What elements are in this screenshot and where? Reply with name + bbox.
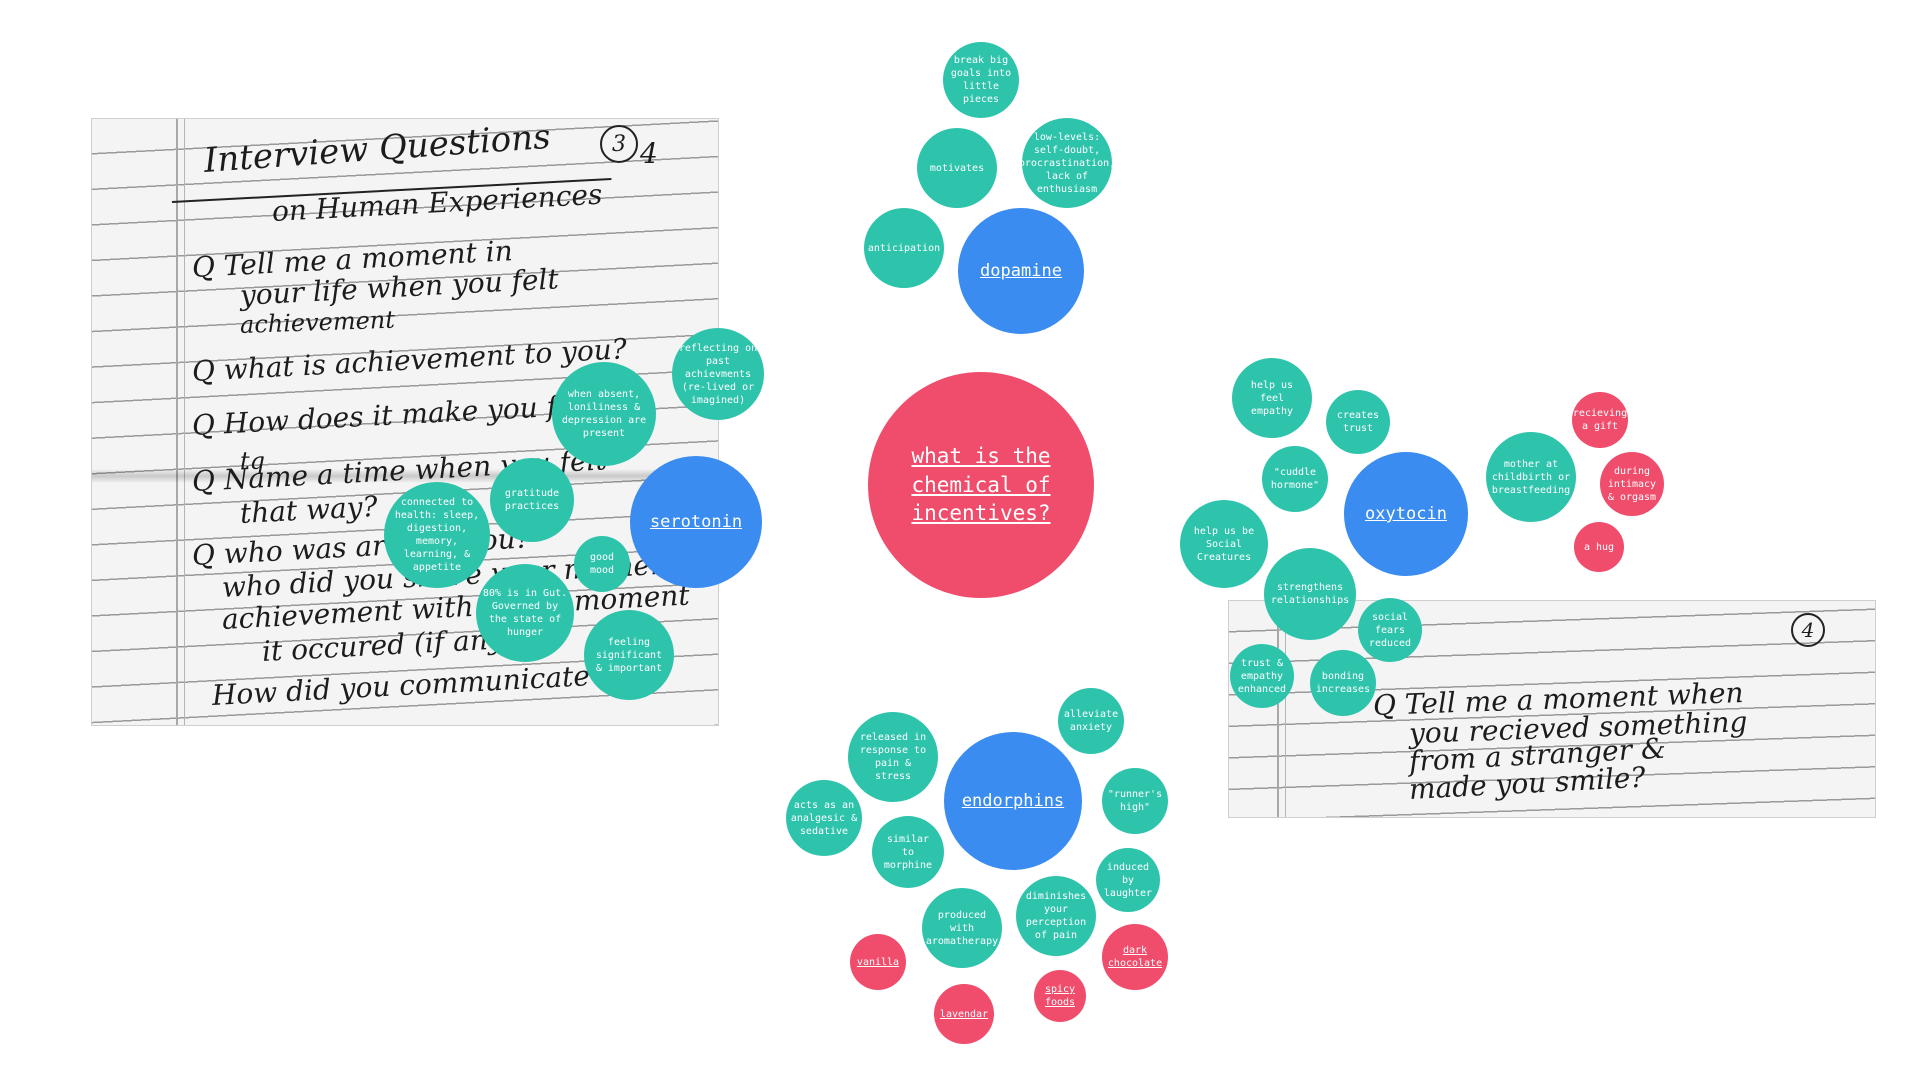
dopamine-item-anticipation: anticipation [864, 208, 944, 288]
serotonin-item-absent: when absent, loniliness & depression are… [552, 362, 656, 466]
endorphins-item-runners-high: "runner's high" [1102, 768, 1168, 834]
serotonin-item-gut: 80% is in Gut. Governed by the state of … [476, 564, 574, 662]
oxytocin-item-bonding: bonding increases [1310, 650, 1376, 716]
endorphins-item-released: released in response to pain & stress [848, 712, 938, 802]
endorphins-item-laughter: induced by laughter [1096, 848, 1160, 912]
dopamine-item-low-levels: low-levels: self-doubt, procrastination,… [1022, 118, 1112, 208]
oxytocin-item-social: help us be Social Creatures [1180, 500, 1268, 588]
oxytocin-item-empathy: help us feel empathy [1232, 358, 1312, 438]
dopamine-item-motivates: motivates [917, 128, 997, 208]
endorphins-trigger-lavendar[interactable]: lavendar [934, 984, 994, 1044]
endorphins-item-morphine: similar to morphine [872, 816, 944, 888]
endorphins-trigger-spicy-foods[interactable]: spicy foods [1034, 970, 1086, 1022]
serotonin-item-reflecting: reflecting on past achievments (re-lived… [672, 328, 764, 420]
oxytocin-item-mother: mother at childbirth or breastfeeding [1486, 432, 1576, 522]
dopamine-node[interactable]: dopamine [958, 208, 1084, 334]
page-corner-number-left: 4 [640, 137, 658, 170]
serotonin-node[interactable]: serotonin [630, 456, 762, 588]
oxytocin-item-cuddle: "cuddle hormone" [1262, 446, 1328, 512]
serotonin-item-gratitude: gratitude practices [490, 458, 574, 542]
oxytocin-node[interactable]: oxytocin [1344, 452, 1468, 576]
oxytocin-item-relationships: strengthens relationships [1264, 548, 1356, 640]
serotonin-item-good-mood: good mood [574, 536, 630, 592]
oxytocin-trigger-hug: a hug [1574, 522, 1624, 572]
endorphins-item-aromatherapy: produced with aromatherapy [922, 888, 1002, 968]
endorphins-item-perception: diminishes your perception of pain [1016, 876, 1096, 956]
center-question-link[interactable]: what is the chemical of incentives? [868, 372, 1094, 598]
oxytocin-item-fears: social fears reduced [1358, 598, 1422, 662]
dopamine-item-goals: break big goals into little pieces [943, 42, 1019, 118]
endorphins-node[interactable]: endorphins [944, 732, 1082, 870]
endorphins-item-analgesic: acts as an analgesic & sedative [786, 780, 862, 856]
endorphins-trigger-vanilla[interactable]: vanilla [850, 934, 906, 990]
oxytocin-trigger-gift: recieving a gift [1572, 392, 1628, 448]
question-3-mark: tq [240, 447, 266, 475]
question-1-line-3: achievement [239, 305, 396, 339]
oxytocin-trigger-intimacy: during intimacy & orgasm [1600, 452, 1664, 516]
oxytocin-item-trust-enhanced: trust & empathy enhanced [1230, 644, 1294, 708]
page-number-left: 3 [600, 125, 638, 163]
serotonin-item-significant: feeling significant & important [584, 610, 674, 700]
endorphins-trigger-dark-chocolate[interactable]: dark chocolate [1102, 924, 1168, 990]
oxytocin-item-trust: creates trust [1326, 390, 1390, 454]
page-number-right: 4 [1791, 613, 1825, 647]
endorphins-item-anxiety: alleviate anxiety [1058, 688, 1124, 754]
serotonin-item-health: connected to health: sleep, digestion, m… [384, 482, 490, 588]
